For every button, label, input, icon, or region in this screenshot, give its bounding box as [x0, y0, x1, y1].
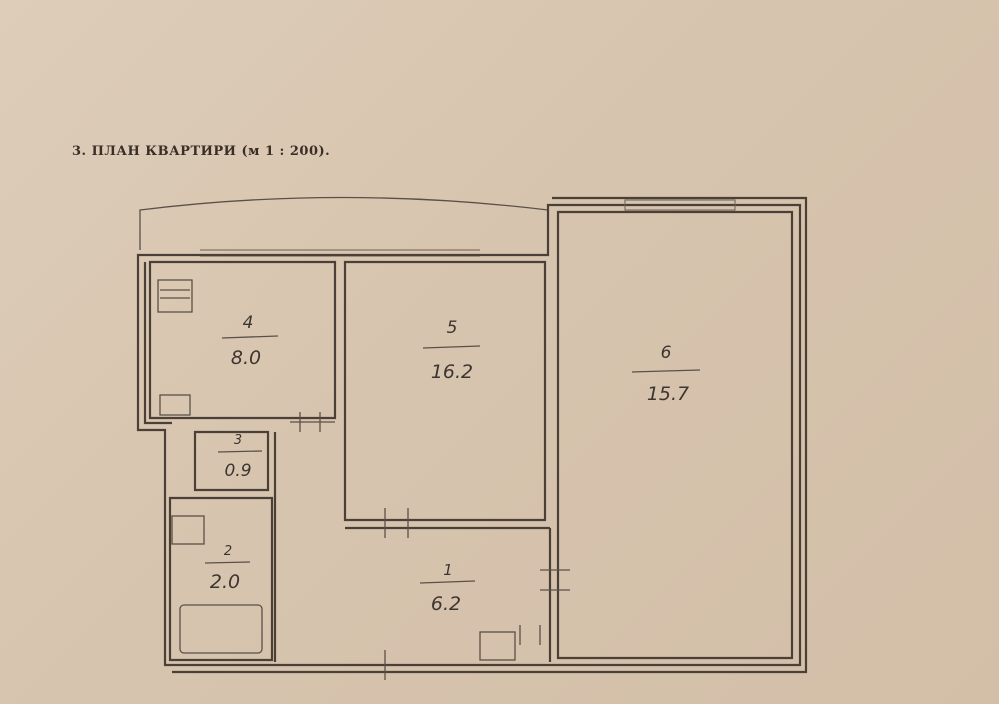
stove-fixture: [157, 279, 193, 313]
svg-text:5: 5: [447, 318, 458, 338]
svg-text:16.2: 16.2: [431, 361, 473, 383]
room-label-6: 6 15.7: [631, 343, 701, 405]
svg-text:8.0: 8.0: [231, 347, 261, 369]
svg-text:1: 1: [443, 561, 453, 579]
svg-text:4: 4: [243, 313, 254, 333]
balcony: [139, 196, 549, 250]
room-6-window: [624, 199, 736, 211]
room-2-walls: [168, 496, 274, 662]
svg-text:2: 2: [224, 544, 232, 559]
svg-text:0.9: 0.9: [224, 461, 251, 481]
svg-text:15.7: 15.7: [647, 383, 689, 405]
room-4-walls: [148, 260, 337, 420]
svg-text:6.2: 6.2: [431, 593, 461, 615]
room-label-4: 4 8.0: [221, 313, 279, 369]
sink-fixture: [159, 394, 191, 416]
svg-text:2.0: 2.0: [210, 571, 240, 593]
room-3-walls: [193, 430, 270, 492]
room-label-5: 5 16.2: [422, 318, 481, 383]
washbasin-fixture: [171, 515, 205, 545]
bathtub-fixture: [179, 604, 263, 654]
room-label-3: 3 0.9: [217, 433, 263, 481]
outer-wall: [136, 203, 802, 667]
room-label-2: 2 2.0: [204, 544, 251, 593]
entry-cabinet: [479, 631, 516, 661]
room-6-walls: [556, 210, 794, 660]
svg-text:3: 3: [234, 433, 242, 448]
svg-text:6: 6: [661, 343, 672, 363]
room-label-1: 1 6.2: [419, 561, 476, 615]
plan-title: 3. ПЛАН КВАРТИРИ (м 1 : 200).: [72, 144, 331, 159]
room-5-walls: [343, 260, 547, 522]
